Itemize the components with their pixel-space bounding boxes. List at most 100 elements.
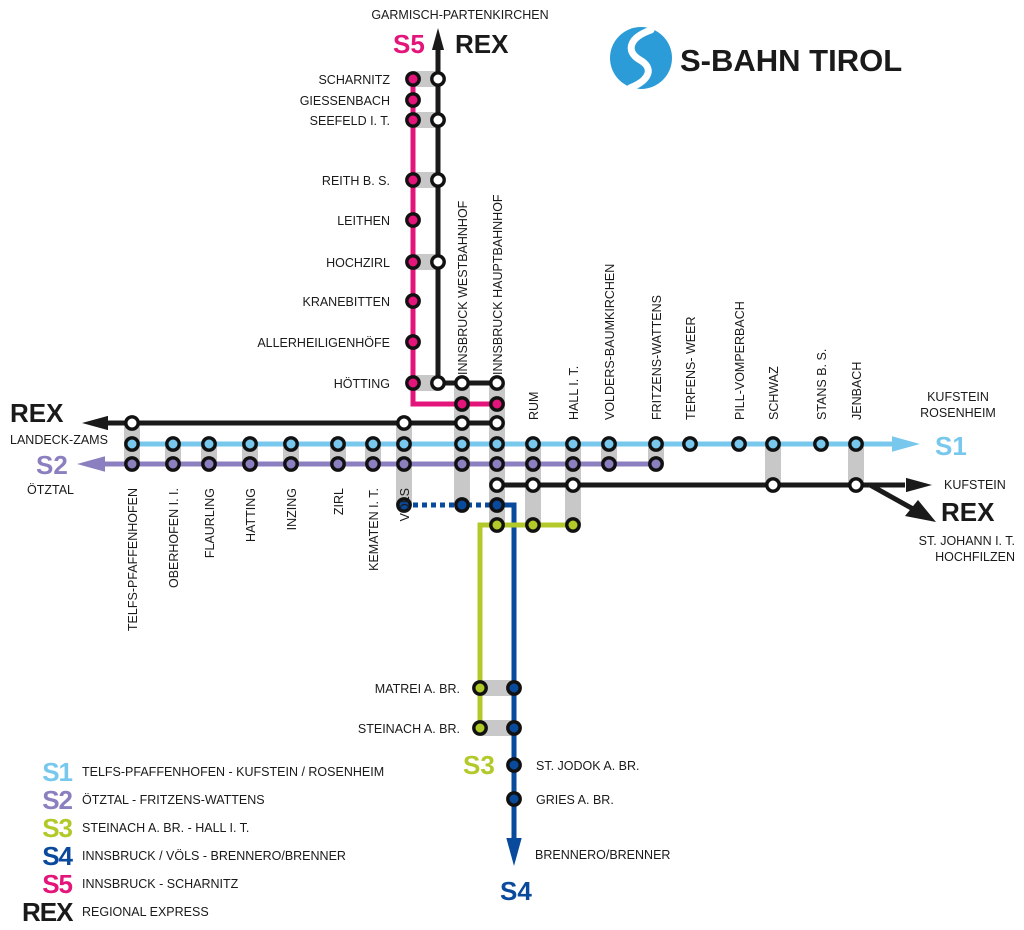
station-dot-s2 <box>330 456 346 472</box>
station-dot-s3 <box>472 720 488 736</box>
station-dot-s2 <box>365 456 381 472</box>
arrow-rex-west-icon <box>82 415 108 431</box>
station-label-north: KRANEBITTEN <box>302 295 390 309</box>
station-dot-s1 <box>454 436 470 452</box>
station-dot-s4 <box>506 680 522 696</box>
station-dot-rex <box>430 71 446 87</box>
station-dot-s1 <box>365 436 381 452</box>
station-label-east: JENBACH <box>850 362 864 420</box>
station-label-west: HATTING <box>244 488 258 542</box>
south-s4-destination: BRENNERO/BRENNER <box>535 848 670 862</box>
station-dot-s3 <box>472 680 488 696</box>
legend-code: S5 <box>42 869 73 899</box>
station-dot-s5 <box>405 375 421 391</box>
station-dot-s1 <box>565 436 581 452</box>
station-dot-s5 <box>405 172 421 188</box>
station-dot-rex <box>430 375 446 391</box>
station-dot-rex <box>489 375 505 391</box>
logo-s-shape-icon <box>626 26 655 92</box>
station-dot-rex <box>396 415 412 431</box>
station-label-east: HALL I. T. <box>567 366 581 420</box>
line-s3 <box>477 522 573 728</box>
west-s2-destination: ÖTZTAL <box>27 483 74 497</box>
station-dot-s1 <box>648 436 664 452</box>
south-s3-label: S3 <box>463 750 495 780</box>
station-dot-s5 <box>405 254 421 270</box>
station-label-north: SCHARNITZ <box>318 73 390 87</box>
station-label-east: FRITZENS-WATTENS <box>650 295 664 420</box>
station-label-west: FLAURLING <box>203 488 217 558</box>
station-dot-s3 <box>525 517 541 533</box>
station-dot-s1 <box>283 436 299 452</box>
north-destination: GARMISCH-PARTENKIRCHEN <box>371 8 548 22</box>
west-rex-label: REX <box>10 398 64 428</box>
station-dot-s2 <box>283 456 299 472</box>
station-dot-s1 <box>765 436 781 452</box>
legend-description: REGIONAL EXPRESS <box>82 905 209 919</box>
east-s1-destination-2: ROSENHEIM <box>920 406 996 420</box>
north-s5-label: S5 <box>393 29 425 59</box>
station-dot-s2 <box>601 456 617 472</box>
station-dot-s5 <box>489 396 505 412</box>
station-dot-s2 <box>396 456 412 472</box>
east-rex-destination: KUFSTEIN <box>944 478 1006 492</box>
station-dot-s1 <box>201 436 217 452</box>
station-dot-rex <box>525 477 541 493</box>
station-dot-s4 <box>506 757 522 773</box>
station-dot-s2 <box>242 456 258 472</box>
station-label-east: RUM <box>527 392 541 420</box>
station-label-north: REITH B. S. <box>322 174 390 188</box>
station-dot-s2 <box>454 456 470 472</box>
station-dot-s4 <box>506 720 522 736</box>
station-dot-s1 <box>682 436 698 452</box>
station-label-west: OBERHOFEN I. I. <box>167 488 181 588</box>
station-label-west: TELFS-PFAFFENHOFEN <box>126 488 140 631</box>
station-dot-s4 <box>506 791 522 807</box>
station-dots <box>124 71 864 807</box>
station-dot-s2 <box>489 456 505 472</box>
legend-code: S4 <box>42 841 73 871</box>
station-dot-s1 <box>489 436 505 452</box>
station-dot-s2 <box>648 456 664 472</box>
station-dot-s5 <box>405 334 421 350</box>
east-rex-branch-2: HOCHFILZEN <box>935 550 1015 564</box>
station-dot-s5 <box>405 71 421 87</box>
station-dot-s5 <box>405 293 421 309</box>
station-dot-s5 <box>405 212 421 228</box>
station-label-north: ALLERHEILIGENHÖFE <box>257 336 390 350</box>
station-dot-s3 <box>565 517 581 533</box>
line-s4 <box>497 502 517 838</box>
station-dot-s2 <box>165 456 181 472</box>
east-rex-branch-1: ST. JOHANN I. T. <box>919 534 1015 548</box>
station-dot-rex <box>489 477 505 493</box>
station-label-east: VOLDERS-BAUMKIRCHEN <box>603 264 617 420</box>
station-dot-s5 <box>405 112 421 128</box>
legend-code: S2 <box>42 785 73 815</box>
station-label-south: STEINACH A. BR. <box>358 722 460 736</box>
station-dot-rex <box>430 172 446 188</box>
station-label-north: LEITHEN <box>337 214 390 228</box>
station-label-east: SCHWAZ <box>767 366 781 420</box>
station-dot-s2 <box>201 456 217 472</box>
station-dot-s2 <box>565 456 581 472</box>
station-dot-s1 <box>601 436 617 452</box>
station-label-east: PILL-VOMPERBACH <box>733 301 747 420</box>
station-label-south: GRIES A. BR. <box>536 793 614 807</box>
station-label-north: SEEFELD I. T. <box>310 114 390 128</box>
station-label-east: TERFENS- WEER <box>684 317 698 420</box>
station-dot-s1 <box>396 436 412 452</box>
station-label-north: HOCHZIRL <box>326 256 390 270</box>
station-dot-s3 <box>489 517 505 533</box>
station-label-south: ST. JODOK A. BR. <box>536 759 640 773</box>
station-dot-s1 <box>124 436 140 452</box>
south-s4-label: S4 <box>500 876 532 906</box>
west-rex-destination: LANDECK-ZAMS <box>10 433 108 447</box>
arrow-rex-north-icon <box>431 28 445 50</box>
station-dot-s1 <box>731 436 747 452</box>
